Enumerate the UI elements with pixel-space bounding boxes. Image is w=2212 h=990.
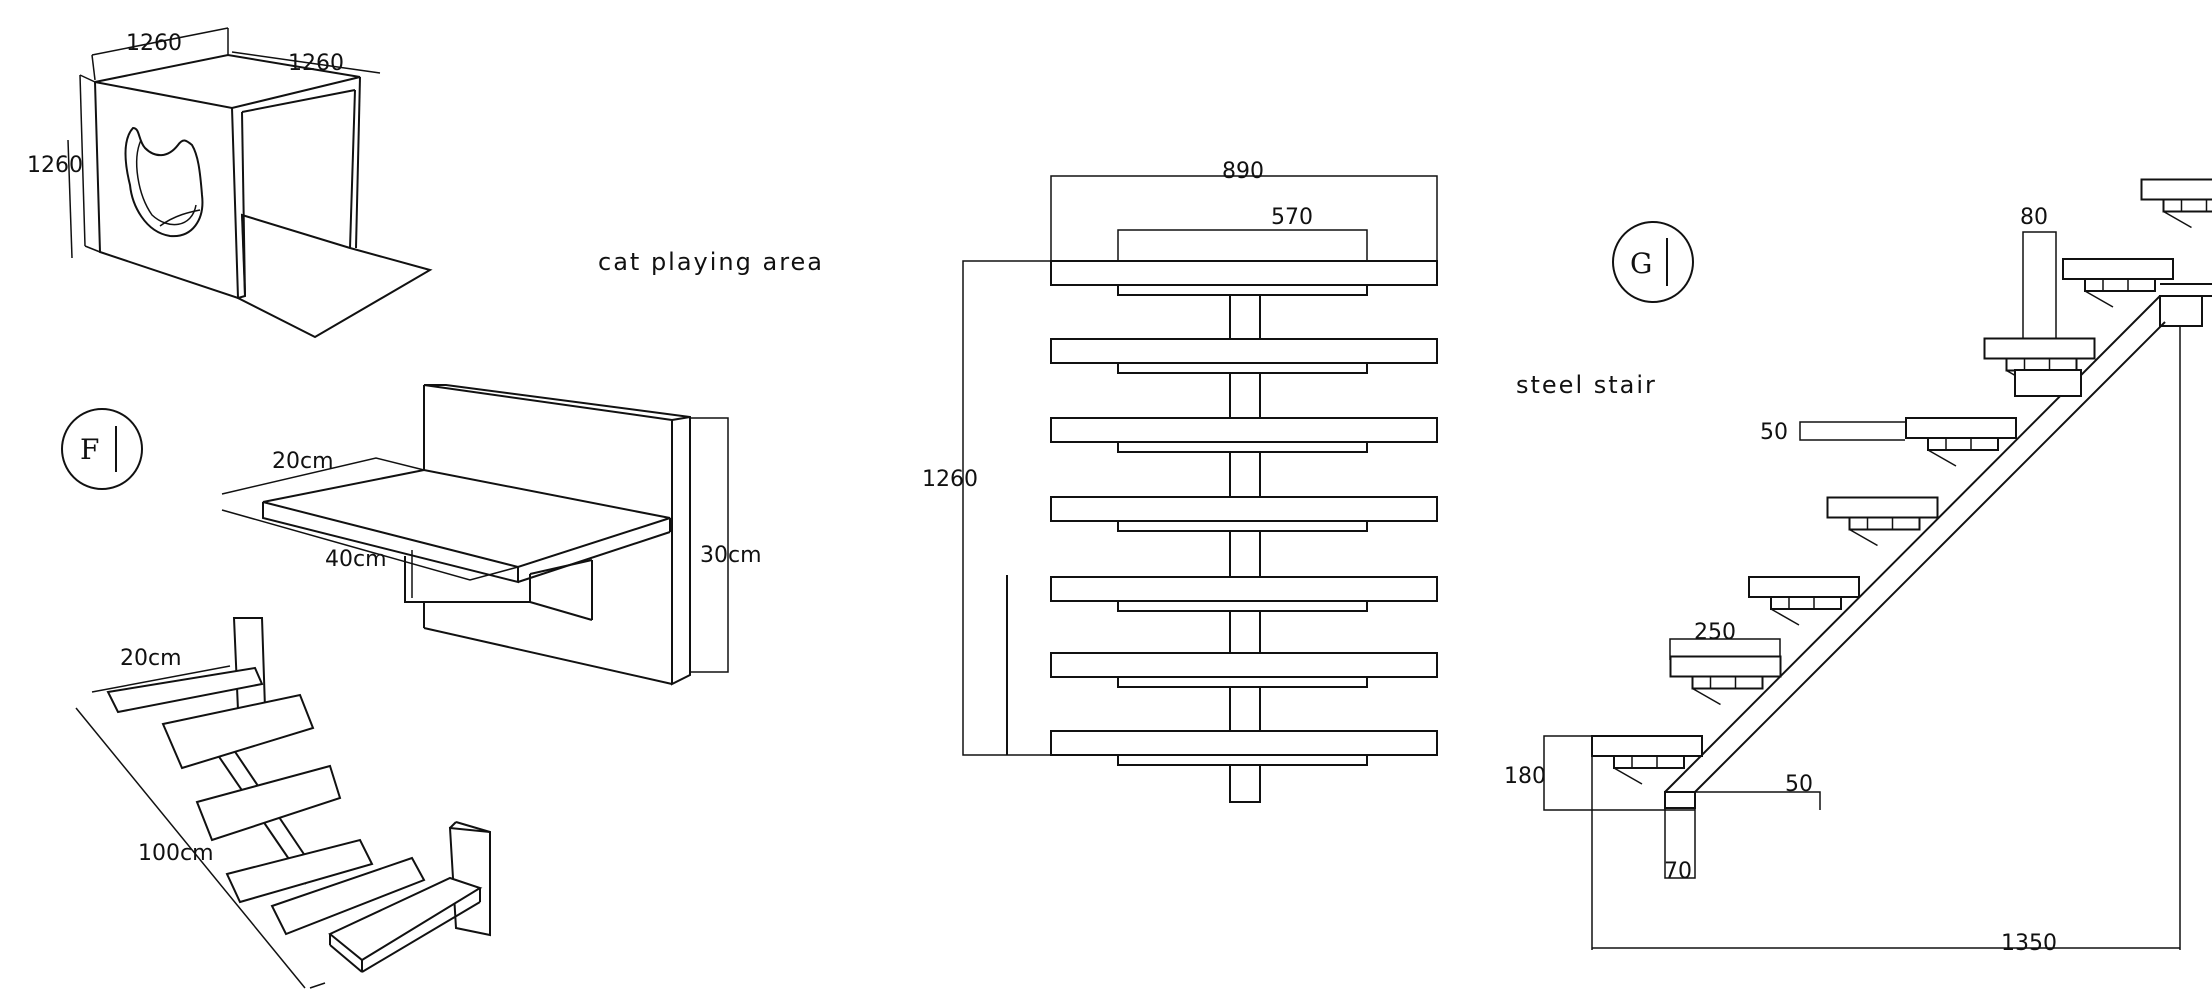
stair-side-support [1613, 767, 1643, 785]
stair-side-tread [2140, 178, 2212, 201]
stair-front-tread-plate [1117, 520, 1368, 532]
stair-side-tread [1826, 496, 1939, 519]
stair-side-dim-tread-width: 250 [1694, 620, 1736, 645]
stair-side-tread-bracket [2162, 198, 2212, 213]
stair-side-support [1770, 608, 1800, 626]
stair-front-tread [1050, 576, 1438, 602]
stair-side-support [1849, 528, 1878, 547]
stair-side-treads [1591, 178, 2212, 785]
cube-dim-depth: 1260 [288, 51, 344, 76]
stair-side-support [2084, 290, 2114, 308]
stair-front-tread [1050, 730, 1438, 756]
shelf-dim-length: 40cm [325, 547, 387, 572]
stair-side-elevation [1543, 231, 2212, 950]
stair-side-tread [1905, 417, 2017, 439]
stair-side-tread-bracket [2005, 357, 2078, 372]
stair-side-tread [1748, 576, 1860, 598]
stair-side-support [1692, 687, 1721, 706]
section-tag-f [61, 408, 143, 490]
shelf-dim-height: 30cm [700, 543, 762, 568]
stair-side-post-box [2014, 369, 2082, 397]
stair-side-dim-tread-offset: 50 [1760, 420, 1788, 445]
stair-front-tread-plate [1117, 441, 1368, 453]
section-tag-g [1612, 221, 1694, 303]
stair-front-tread [1050, 496, 1438, 522]
stair-side-dim-stringer: 70 [1664, 859, 1692, 884]
ladder-dim-step: 20cm [120, 646, 182, 671]
cat-playing-area-label: cat playing area [598, 248, 824, 276]
stair-front-dim-height: 1260 [922, 467, 978, 492]
stair-side-tread-bracket [1770, 596, 1842, 610]
stair-side-tread-bracket [1691, 675, 1764, 690]
stair-front-treads [1050, 260, 1438, 766]
stair-front-tread [1050, 338, 1438, 364]
ladder-dim-length: 100cm [138, 841, 214, 866]
stair-front-tread [1050, 652, 1438, 678]
stair-front-tread-plate [1117, 284, 1368, 296]
stair-front-tread-plate [1117, 362, 1368, 374]
steel-stair-label: steel stair [1516, 371, 1657, 399]
stair-front-dim-overall: 890 [1222, 159, 1264, 184]
stair-side-dim-post: 80 [2020, 205, 2048, 230]
stair-side-tread-bracket [1848, 516, 1921, 531]
cat-ladder-drawing [75, 617, 491, 989]
section-tag-g-letter: G [1630, 247, 1652, 280]
cube-dim-height: 1260 [27, 153, 83, 178]
wall-shelf-drawing [221, 384, 729, 686]
stair-side-dim-base-offset: 50 [1785, 772, 1813, 797]
stair-side-dim-run: 1350 [2001, 931, 2057, 956]
stair-side-tread [1591, 735, 1703, 757]
stair-front-tread [1050, 260, 1438, 286]
stair-side-tread [1983, 337, 2096, 360]
stair-front-tread-plate [1117, 600, 1368, 612]
stair-front-tread-plate [1117, 676, 1368, 688]
stair-side-dim-rise: 180 [1504, 764, 1546, 789]
stair-front-tread [1050, 417, 1438, 443]
stair-side-tread [2062, 258, 2174, 280]
cube-dim-top: 1260 [126, 31, 182, 56]
stair-front-tread-plate [1117, 754, 1368, 766]
stair-side-tread-bracket [1613, 755, 1685, 769]
stair-side-tread-bracket [1927, 437, 1999, 451]
shelf-dim-width: 20cm [272, 449, 334, 474]
stair-side-tread-bracket [2084, 278, 2156, 292]
stair-side-support [2163, 210, 2192, 229]
section-tag-f-letter: F [80, 433, 99, 466]
stair-side-tread [1669, 655, 1782, 678]
stair-side-support [1927, 449, 1957, 467]
cat-house-drawing [67, 27, 433, 339]
stair-front-dim-inner: 570 [1271, 205, 1313, 230]
